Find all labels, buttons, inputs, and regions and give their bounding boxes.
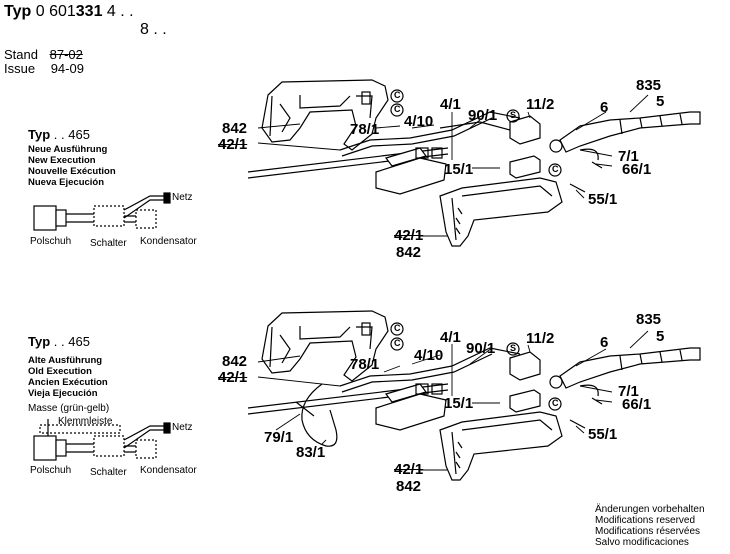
part-42-1: 42/1	[218, 369, 248, 386]
part-55-1: 55/1	[588, 426, 618, 443]
s-mark: S	[510, 110, 517, 120]
part-835: 835	[636, 311, 662, 328]
part-15-1: 15/1	[444, 161, 474, 178]
markers-bottom	[390, 322, 562, 411]
execution-new-3: Nouvelle Exécution	[28, 166, 116, 177]
section-new-typ: Typ . . 465	[28, 128, 90, 141]
part-66-1: 66/1	[622, 161, 652, 178]
leader-lines-top	[257, 94, 649, 237]
capacitor-top	[509, 115, 541, 179]
execution-new-4: Nueva Ejecución	[28, 177, 105, 188]
part-78-1: 78/1	[350, 356, 380, 373]
part-11-2: 11/2	[526, 330, 555, 347]
wiring-masse: Masse (grün-gelb)	[28, 403, 110, 414]
c-mark-1: C	[394, 323, 401, 333]
c-mark-3: C	[552, 164, 559, 174]
part-11-2: 11/2	[526, 96, 555, 113]
switch-top	[375, 147, 447, 195]
lower-housing-bottom	[439, 411, 563, 481]
c-mark-3: C	[552, 398, 559, 408]
part-15-1: 15/1	[444, 395, 474, 412]
wiring-polschuh: Polschuh	[30, 465, 72, 476]
typ-value: . . 465	[53, 127, 90, 142]
c-mark-2: C	[394, 338, 401, 348]
part-78-1: 78/1	[350, 121, 380, 138]
part-842-lower: 842	[396, 244, 422, 261]
part-4-10: 4/10	[414, 347, 444, 364]
part-90-1: 90/1	[468, 107, 498, 124]
s-mark: S	[510, 343, 517, 353]
lower-housing-top	[439, 177, 563, 247]
typ-label: Typ	[28, 127, 51, 142]
wiring-diagram-bottom	[33, 419, 171, 461]
cable-top	[549, 111, 701, 193]
part-5: 5	[656, 328, 665, 345]
typ-label: Typ	[28, 334, 51, 349]
part-7-1: 7/1	[618, 148, 639, 165]
issue-value: 94-09	[50, 61, 84, 76]
wiring-schalter: Schalter	[90, 467, 127, 478]
footer-note-4: Salvo modificaciones	[595, 537, 689, 548]
stand-line: Stand 87-02	[4, 48, 83, 61]
issue-line: Issue 94-09	[4, 62, 84, 75]
c-mark-2: C	[394, 104, 401, 114]
footer-note-3: Modifications réservées	[595, 526, 701, 537]
execution-old-1: Alte Ausführung	[28, 355, 103, 366]
type-line: Typ 0 601331 4 . .	[4, 4, 134, 20]
typ-label: Typ	[4, 3, 32, 20]
variant-1: 4 . .	[106, 3, 134, 20]
part-842: 842	[222, 353, 248, 370]
typ-number: 0 601	[35, 3, 76, 20]
footer-note-1: Änderungen vorbehalten	[595, 504, 705, 515]
part-6: 6	[600, 99, 609, 116]
part-90-1: 90/1	[466, 340, 496, 357]
execution-old-4: Vieja Ejecución	[28, 388, 98, 399]
wiring-kondensator: Kondensator	[140, 465, 197, 476]
footer-note-2: Modifications reserved	[595, 515, 696, 526]
part-7-1: 7/1	[618, 383, 639, 400]
capacitor-bottom	[509, 351, 541, 413]
c-mark-1: C	[394, 90, 401, 100]
part-4-1: 4/1	[440, 329, 461, 346]
typ-value: . . 465	[53, 334, 90, 349]
wiring-diagram-top	[33, 192, 171, 231]
wiring-schalter: Schalter	[90, 238, 127, 249]
part-842-lower: 842	[396, 478, 422, 495]
section-old-typ: Typ . . 465	[28, 335, 90, 348]
leader-lines-bottom	[257, 330, 649, 471]
execution-old-2: Old Execution	[28, 366, 92, 377]
variant-2: 8 . .	[140, 21, 167, 38]
wiring-klemmleiste: Klemmleiste	[58, 416, 113, 427]
part-55-1: 55/1	[588, 191, 618, 208]
wiring-netz: Netz	[172, 192, 193, 203]
issue-label: Issue	[4, 61, 36, 76]
execution-new-2: New Execution	[28, 155, 96, 166]
markers-top	[390, 89, 562, 177]
wiring-polschuh: Polschuh	[30, 236, 72, 247]
switch-bottom	[375, 383, 447, 431]
cable-bottom	[549, 347, 701, 429]
typ-number-bold: 331	[75, 3, 103, 20]
part-5: 5	[656, 93, 665, 110]
part-842: 842	[222, 120, 248, 137]
part-42-1: 42/1	[218, 136, 248, 153]
part-4-1: 4/1	[440, 96, 461, 113]
part-66-1: 66/1	[622, 396, 652, 413]
part-835: 835	[636, 77, 662, 94]
part-42-1-lower: 42/1	[394, 227, 424, 244]
wiring-kondensator: Kondensator	[140, 236, 197, 247]
part-83-1: 83/1	[296, 444, 326, 461]
execution-new-1: Neue Ausführung	[28, 144, 108, 155]
part-6: 6	[600, 334, 609, 351]
stand-label: Stand	[4, 47, 38, 62]
part-79-1: 79/1	[264, 429, 294, 446]
part-42-1-lower: 42/1	[394, 461, 424, 478]
wiring-netz: Netz	[172, 422, 193, 433]
execution-old-3: Ancien Exécution	[28, 377, 108, 388]
upper-housing-top	[261, 79, 389, 151]
stand-value: 87-02	[49, 47, 83, 62]
part-4-10: 4/10	[404, 113, 434, 130]
